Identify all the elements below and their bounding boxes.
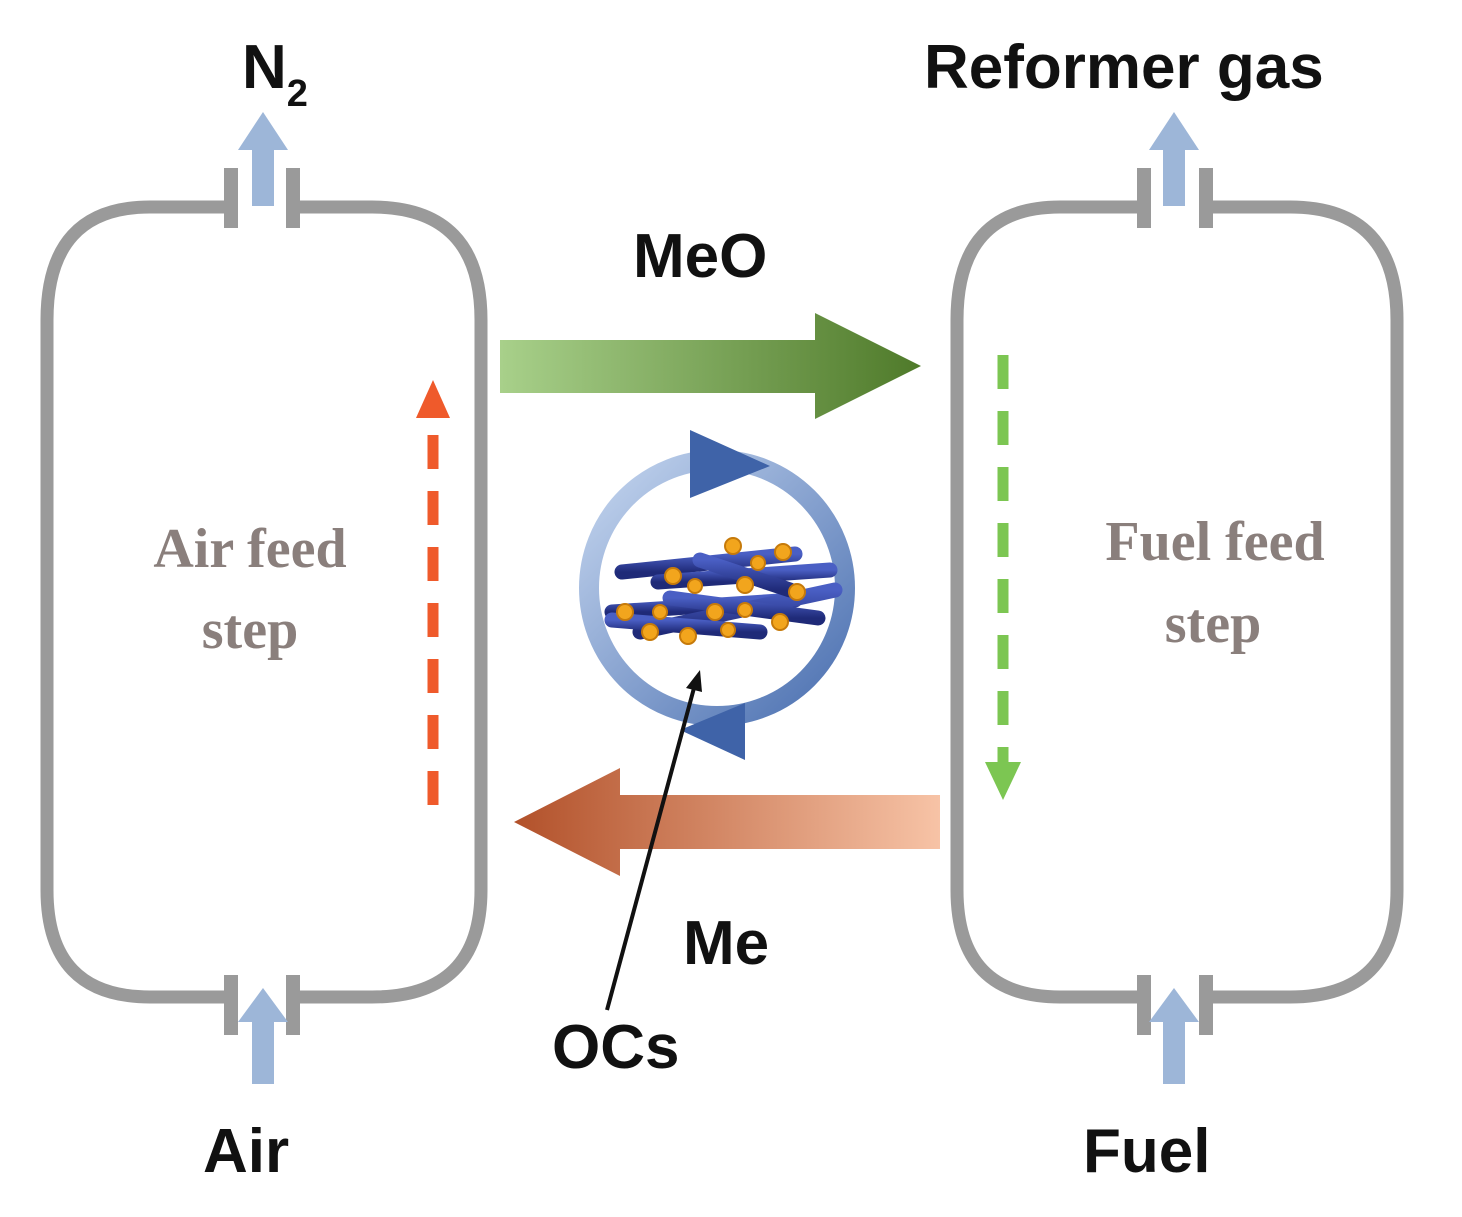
air-step-label-line1: Air feed xyxy=(153,518,346,580)
meo-transfer-arrow xyxy=(500,313,921,419)
air-reactor-bottom-flange-right xyxy=(286,975,300,1035)
air-reactor-right-wall xyxy=(294,200,488,1004)
fuel-reactor-bottom-flange-left xyxy=(1137,975,1151,1035)
fuel-reactor-right-wall xyxy=(1205,200,1404,1004)
reformer-gas-outlet-arrow xyxy=(1149,112,1199,206)
fuel-reactor-top-flange-right xyxy=(1199,168,1213,228)
fuel-step-label-line1: Fuel feed xyxy=(1105,511,1324,573)
cycle-arrowhead-bottom-icon xyxy=(680,703,745,760)
air-reactor-top-flange-left xyxy=(224,168,238,228)
air-reactor-bottom-flange-left xyxy=(224,975,238,1035)
ocs-label: OCs xyxy=(552,1013,679,1082)
oxygen-carrier-particles-icon xyxy=(604,537,843,645)
me-transfer-arrow xyxy=(514,768,940,876)
air-inlet-arrow xyxy=(238,988,288,1084)
air-reactor-top-flange-right xyxy=(286,168,300,228)
air-step-label-line2: step xyxy=(202,599,298,661)
cycle-arrowhead-top-icon xyxy=(690,430,770,498)
n2-label: N2 xyxy=(242,33,308,115)
fuel-flow-dashed-arrow xyxy=(985,355,1021,800)
ocs-leader-line xyxy=(605,670,702,1011)
air-reactor xyxy=(40,168,488,1035)
me-label: Me xyxy=(683,909,769,978)
fuel-inlet-arrow xyxy=(1149,988,1199,1084)
fuel-step-label-line2: step xyxy=(1165,593,1261,655)
reformer-gas-label: Reformer gas xyxy=(924,33,1324,102)
fuel-reactor-left-wall xyxy=(950,200,1143,1004)
fuel-reactor xyxy=(950,168,1404,1035)
fuel-reactor-top-flange-left xyxy=(1137,168,1151,228)
air-reactor-top-wall xyxy=(40,200,230,1004)
circular-cycle-icon xyxy=(579,430,855,760)
fuel-label: Fuel xyxy=(1083,1117,1210,1186)
air-flow-dashed-arrow xyxy=(416,380,450,805)
meo-label: MeO xyxy=(633,222,767,291)
n2-outlet-arrow xyxy=(238,112,288,206)
fuel-reactor-bottom-flange-right xyxy=(1199,975,1213,1035)
air-label: Air xyxy=(203,1117,289,1186)
